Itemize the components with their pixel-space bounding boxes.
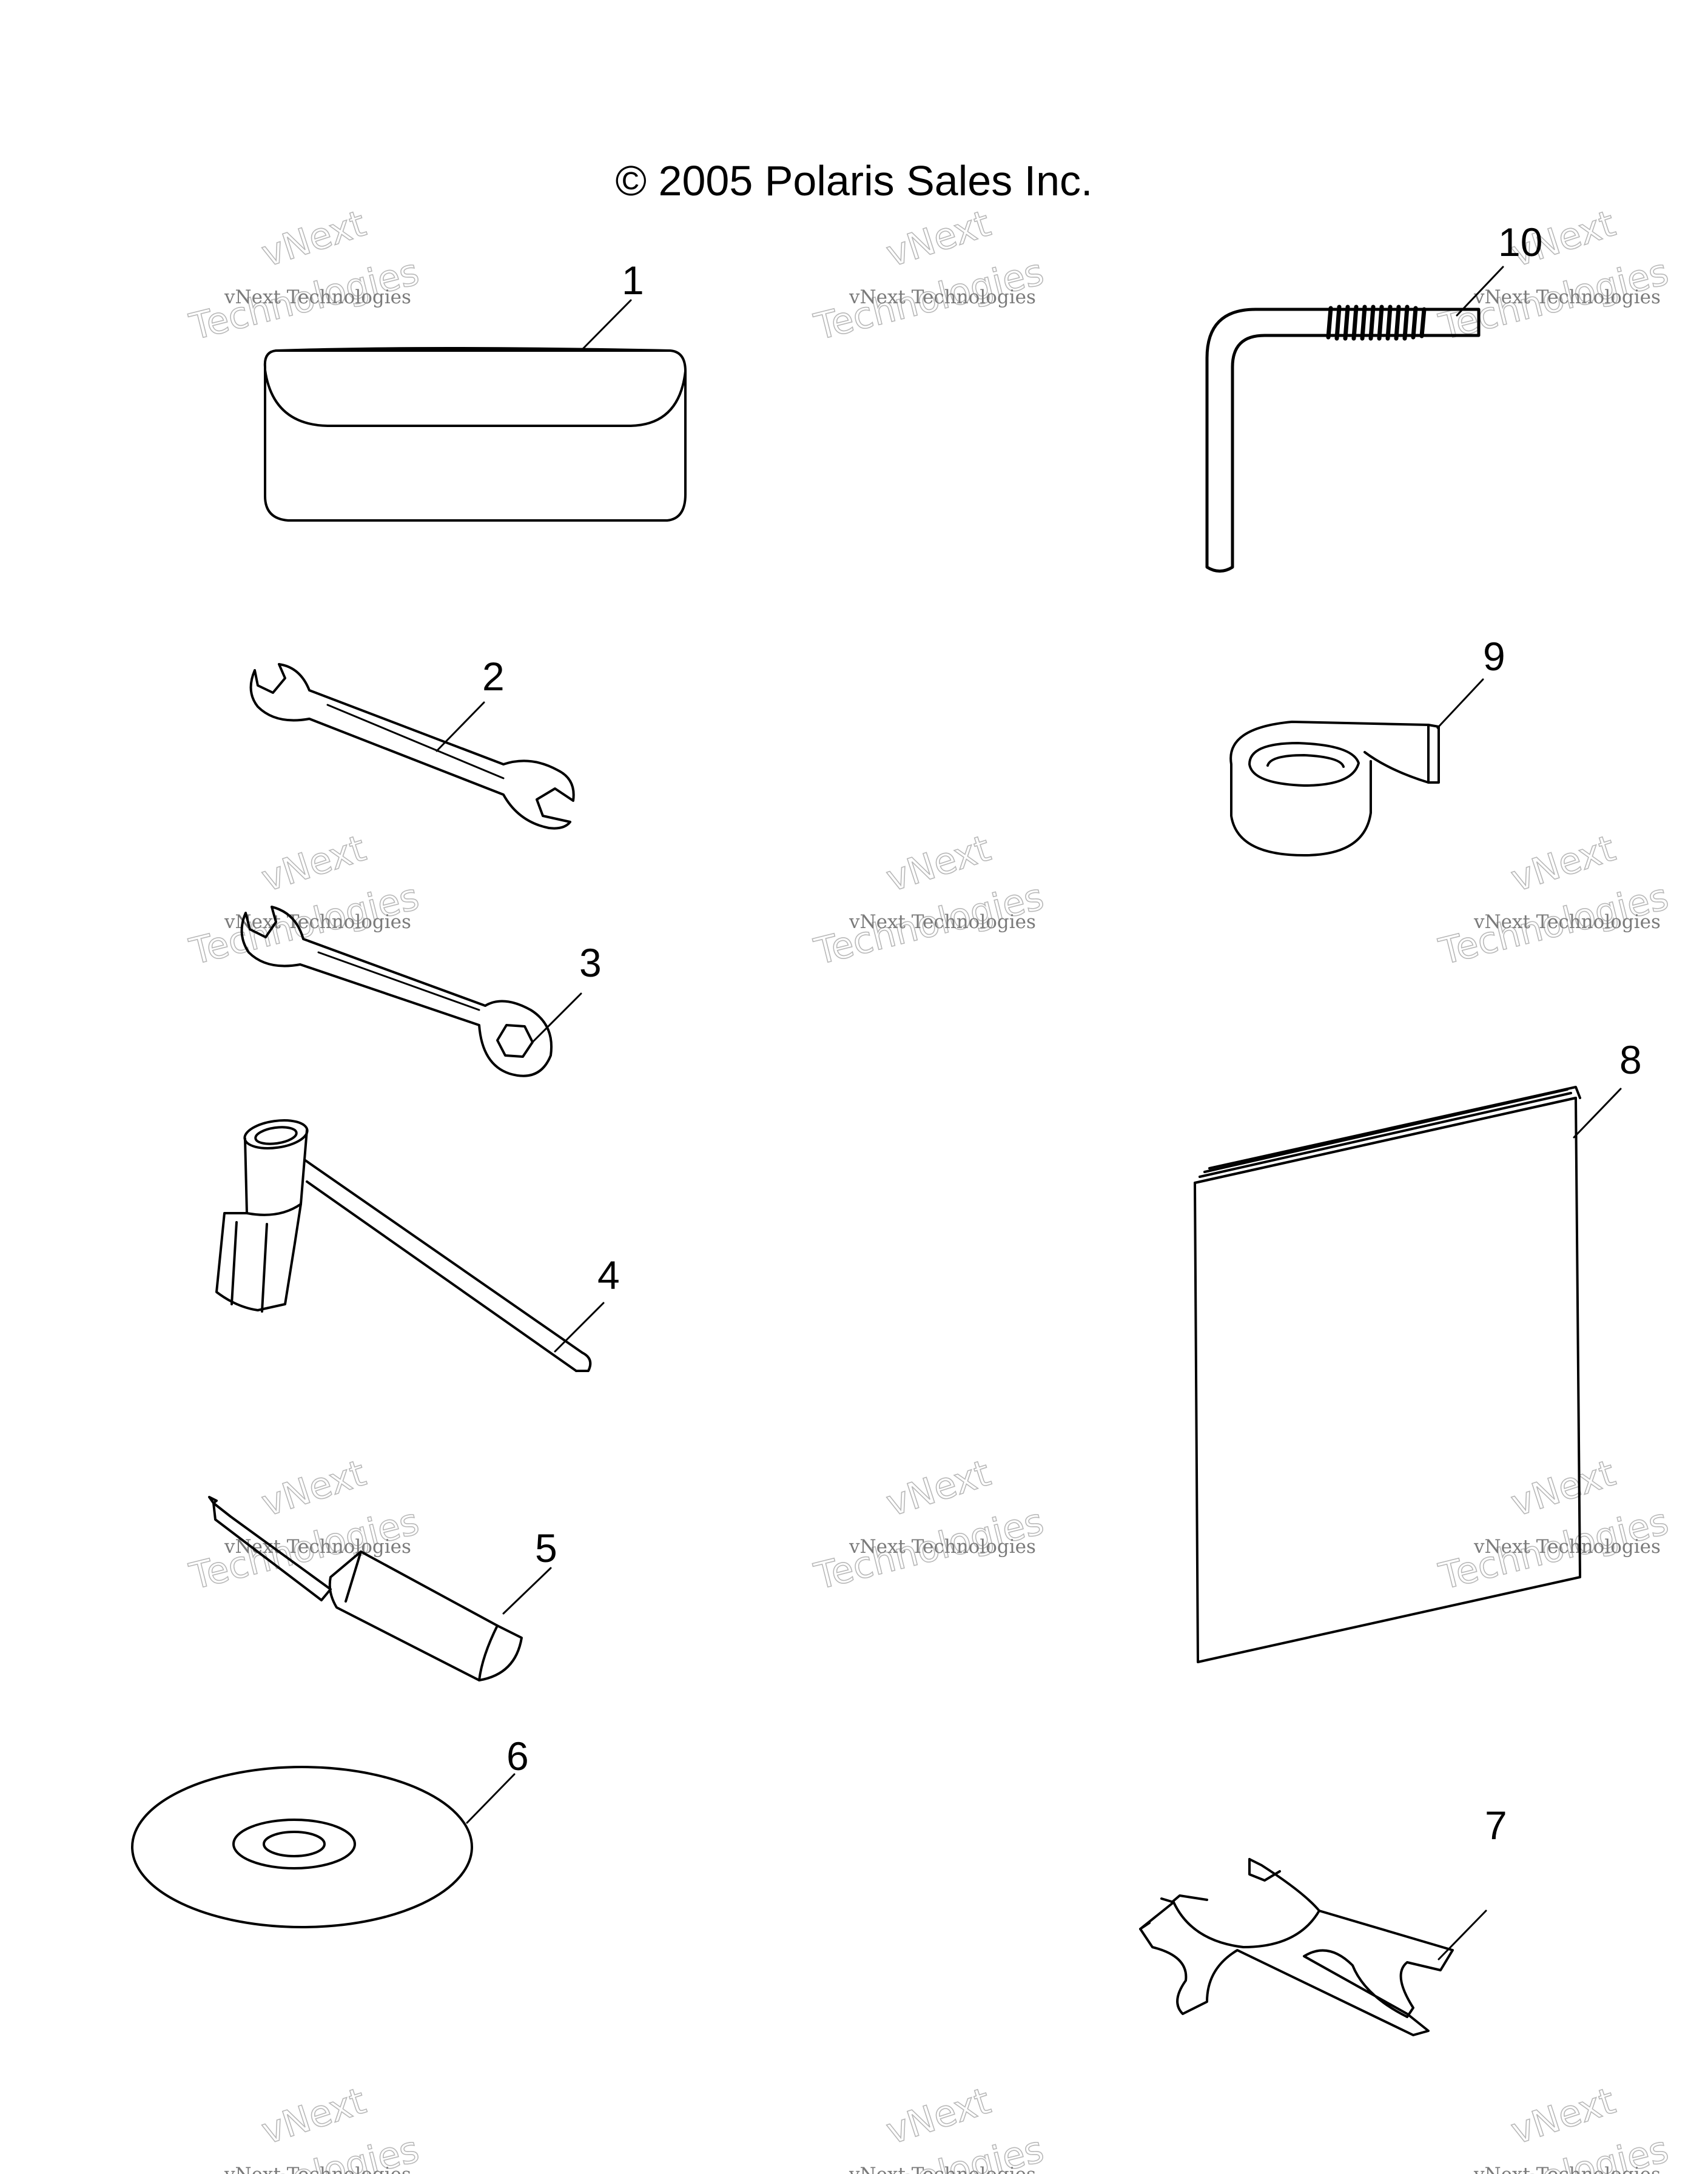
svg-text:vNext: vNext	[881, 203, 995, 276]
leader-line-1	[581, 299, 632, 351]
svg-text:vNext Technologies: vNext Technologies	[224, 911, 411, 933]
svg-text:vNext: vNext	[257, 827, 371, 901]
leader-line-4	[554, 1302, 605, 1353]
svg-text:vNext: vNext	[881, 827, 995, 901]
watermark: vNext Technologies vNext Technologies	[1434, 1452, 1673, 1599]
leader-line-9	[1436, 678, 1484, 729]
callout-8: 8	[1619, 1037, 1642, 1082]
spark-plug-socket-wrench-icon	[215, 1119, 592, 1372]
svg-text:vNext Technologies: vNext Technologies	[1473, 286, 1661, 308]
callout-7: 7	[1485, 1803, 1507, 1848]
callout-2: 2	[482, 654, 505, 699]
leader-line-3	[531, 992, 582, 1043]
watermark: vNext Technologies vNext Technologies	[1434, 827, 1673, 974]
watermark: vNext Technologies vNext Technologies	[810, 1452, 1048, 1599]
callout-1: 1	[622, 258, 644, 303]
watermark: vNext Technologies vNext Technologies	[810, 202, 1048, 349]
svg-text:vNext Technologies: vNext Technologies	[1473, 2164, 1661, 2174]
open-end-wrench-icon	[249, 663, 575, 830]
svg-text:vNext: vNext	[257, 203, 371, 276]
copyright-title: © 2005 Polaris Sales Inc.	[615, 157, 1093, 204]
screwdriver-icon	[208, 1496, 523, 1681]
leader-line-5	[502, 1567, 552, 1615]
svg-text:vNext: vNext	[1506, 2080, 1620, 2153]
callout-labels: 1 10 2 9 3 8 4 5 6 7	[482, 220, 1642, 1848]
spanner-tool-icon	[1139, 1858, 1454, 2036]
svg-text:vNext Technologies: vNext Technologies	[849, 1536, 1036, 1558]
callout-4: 4	[597, 1253, 620, 1297]
watermark: vNext Technologies vNext Technologies	[185, 2079, 423, 2174]
disc-icon	[131, 1766, 473, 1928]
callout-3: 3	[579, 940, 602, 985]
svg-text:vNext: vNext	[257, 2080, 371, 2153]
callout-10: 10	[1498, 220, 1542, 264]
hex-key-icon	[1205, 305, 1481, 573]
watermark: vNext Technologies vNext Technologies	[185, 202, 423, 349]
svg-text:vNext: vNext	[1506, 827, 1620, 901]
callout-6: 6	[506, 1734, 529, 1779]
watermarks: vNext Technologies vNext Technologies vN…	[185, 202, 1673, 2174]
svg-text:vNext Technologies: vNext Technologies	[224, 286, 411, 308]
watermark: vNext Technologies vNext Technologies	[1434, 2079, 1673, 2174]
svg-text:vNext Technologies: vNext Technologies	[849, 911, 1036, 933]
svg-text:vNext Technologies: vNext Technologies	[1473, 1536, 1661, 1558]
leader-line-10	[1456, 266, 1504, 317]
watermark: vNext Technologies vNext Technologies	[810, 827, 1048, 974]
svg-text:vNext: vNext	[881, 1452, 995, 1526]
svg-text:vNext Technologies: vNext Technologies	[224, 1536, 411, 1558]
strap-roll-icon	[1229, 721, 1440, 856]
svg-text:vNext Technologies: vNext Technologies	[224, 2164, 411, 2174]
leader-line-6	[466, 1773, 516, 1824]
svg-text:vNext Technologies: vNext Technologies	[849, 2164, 1036, 2174]
callout-9: 9	[1483, 634, 1505, 679]
svg-text:vNext: vNext	[1506, 1452, 1620, 1526]
manual-book-icon	[1194, 1086, 1581, 1663]
watermark: vNext Technologies vNext Technologies	[1434, 202, 1673, 349]
leader-line-8	[1573, 1088, 1622, 1139]
leader-line-2	[435, 701, 485, 752]
callout-5: 5	[535, 1526, 557, 1570]
leader-line-7	[1437, 1910, 1487, 1960]
watermark: vNext Technologies vNext Technologies	[810, 2079, 1048, 2174]
svg-text:vNext Technologies: vNext Technologies	[1473, 911, 1661, 933]
tool-pouch-icon	[263, 347, 687, 522]
svg-text:vNext: vNext	[257, 1452, 371, 1526]
watermark: vNext Technologies vNext Technologies	[185, 827, 423, 974]
svg-text:vNext: vNext	[881, 2080, 995, 2153]
svg-text:vNext Technologies: vNext Technologies	[849, 286, 1036, 308]
